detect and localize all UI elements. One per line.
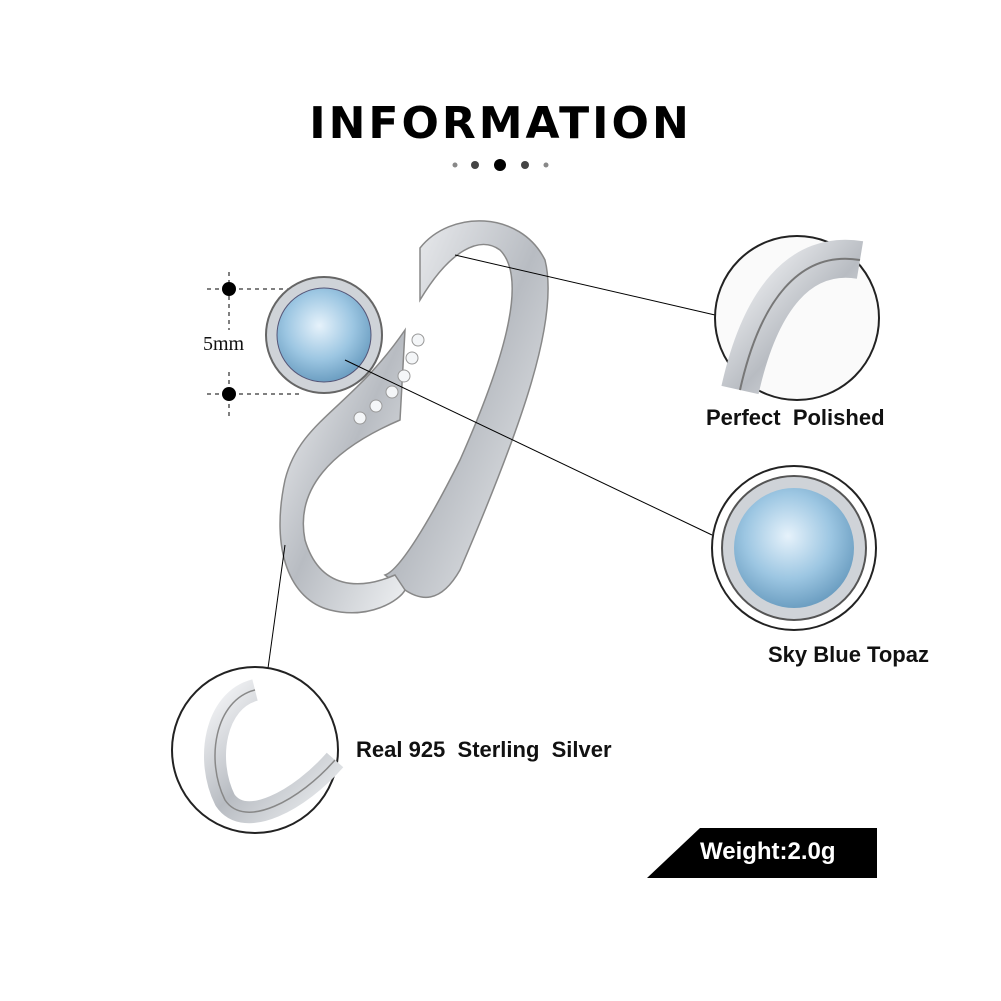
detail-silver xyxy=(171,666,344,834)
weight-banner xyxy=(647,828,877,878)
feature-polish-label: Perfect Polished xyxy=(706,405,885,430)
feature-material-label: Real 925 Sterling Silver xyxy=(356,737,612,762)
dimension-label: 5mm xyxy=(203,333,245,355)
ring-image xyxy=(265,220,549,614)
pagination-dots xyxy=(452,159,549,171)
pointer-lines xyxy=(264,254,716,691)
feature-stone-label: Sky Blue Topaz xyxy=(768,642,929,667)
weight-label: Weight:2.0g xyxy=(700,838,836,865)
detail-topaz xyxy=(711,465,877,631)
detail-polished xyxy=(714,235,880,401)
page-title: INFORMATION xyxy=(309,98,692,149)
